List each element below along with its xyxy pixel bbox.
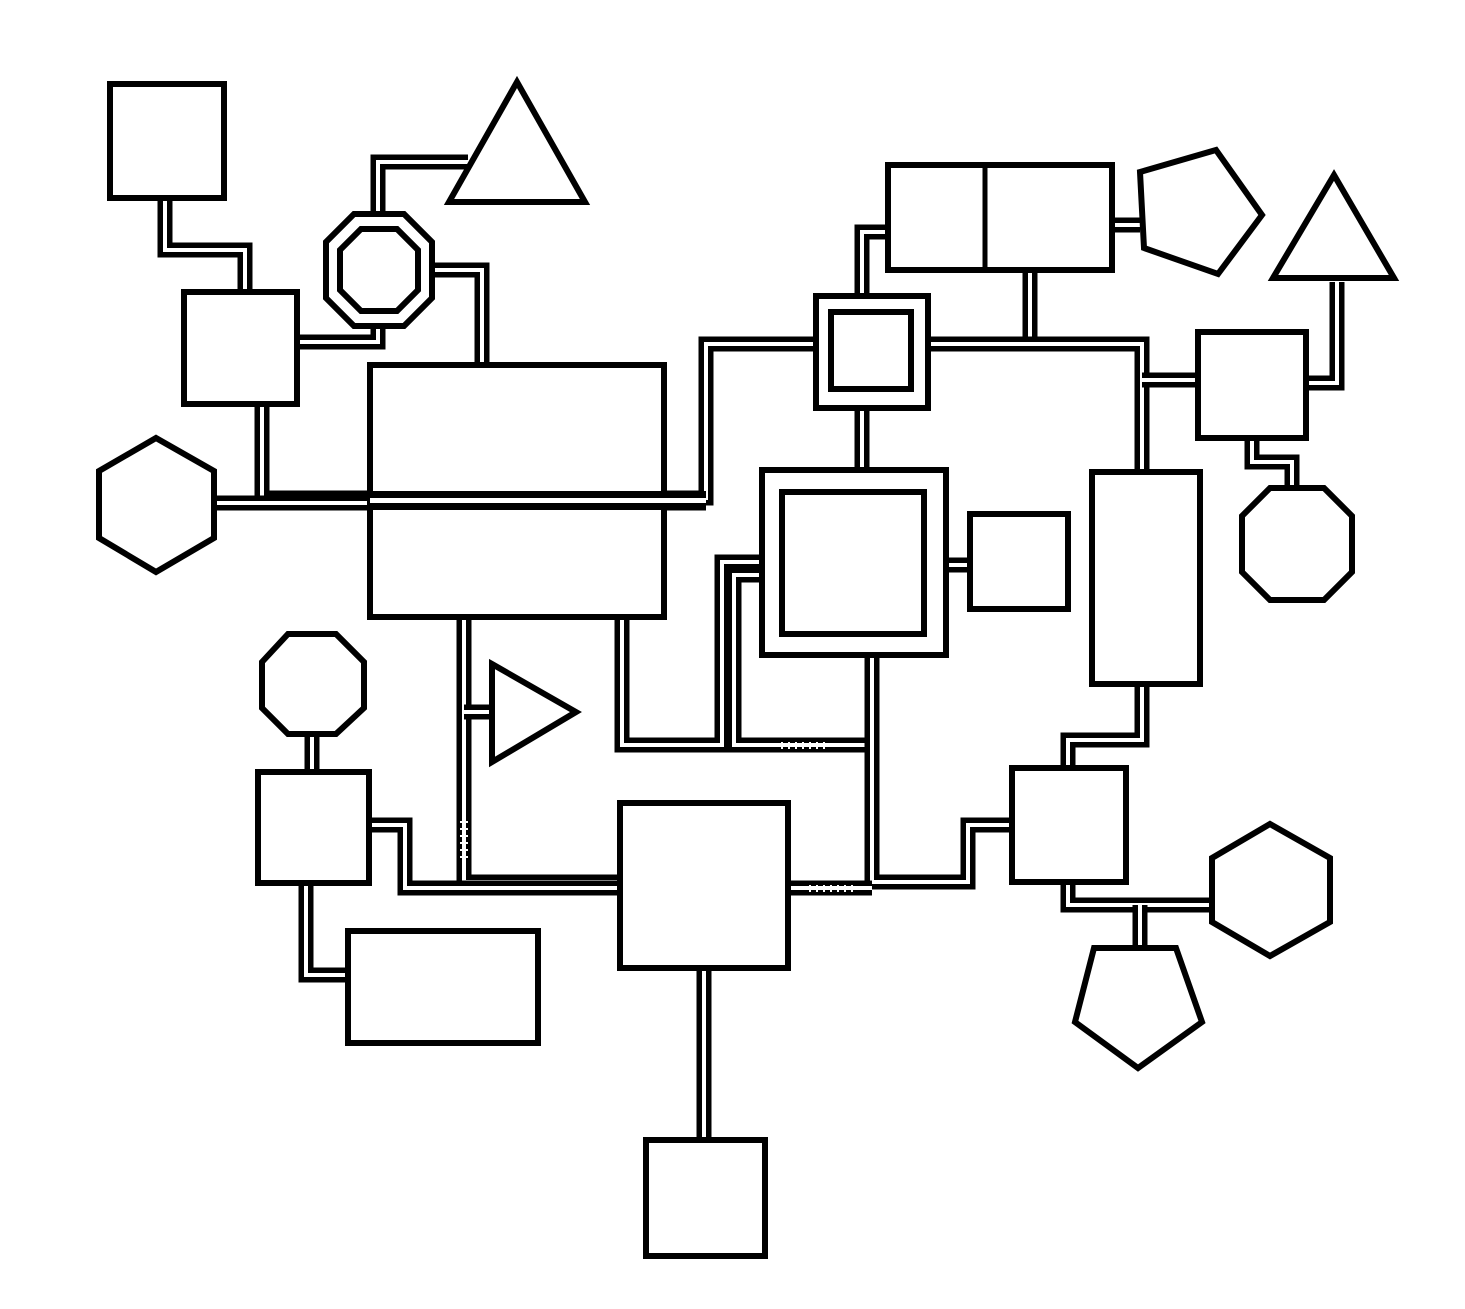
rectangle-node (345, 928, 541, 1046)
node-layer (96, 75, 1400, 1259)
connector-hatch (781, 742, 825, 749)
connector (298, 883, 348, 983)
rectangle-node (1089, 469, 1203, 687)
connector (157, 198, 253, 292)
connector-layer (157, 154, 1345, 1140)
connector (1060, 684, 1150, 768)
octagon-node-inner (337, 226, 421, 314)
triangle-node (443, 75, 591, 205)
connector (432, 262, 490, 364)
square-node (617, 800, 791, 971)
overlay-layer (370, 165, 988, 510)
connector (370, 154, 468, 214)
hexagon-node (1209, 820, 1333, 960)
square-node (107, 81, 227, 201)
rectangle-node (885, 162, 1115, 273)
square-node (181, 289, 300, 407)
square-node-inner (828, 309, 914, 392)
square-node (1009, 765, 1129, 885)
connector-hatch (460, 821, 468, 858)
connector (1244, 438, 1300, 488)
connector (614, 554, 762, 753)
octagon-node (259, 631, 367, 737)
pentagon-node (1136, 146, 1266, 278)
square-node (643, 1137, 768, 1259)
octagon-node (1239, 485, 1355, 603)
triangle-node (1267, 169, 1400, 281)
connector (1060, 882, 1212, 913)
connector (864, 745, 1012, 890)
connector (1306, 282, 1345, 391)
connector (928, 336, 1150, 472)
connector (854, 224, 888, 296)
connector (456, 618, 620, 890)
connector (297, 326, 386, 350)
square-node (255, 769, 372, 886)
triangle-node (489, 658, 582, 768)
pentagon-node (1071, 945, 1206, 1072)
bus-line-gap (370, 498, 706, 503)
square-node (1195, 329, 1309, 441)
connector-hatch (809, 885, 853, 892)
connector (370, 817, 620, 896)
square-node-inner (779, 489, 927, 637)
square-node (967, 511, 1071, 612)
hexagon-node (96, 434, 217, 576)
